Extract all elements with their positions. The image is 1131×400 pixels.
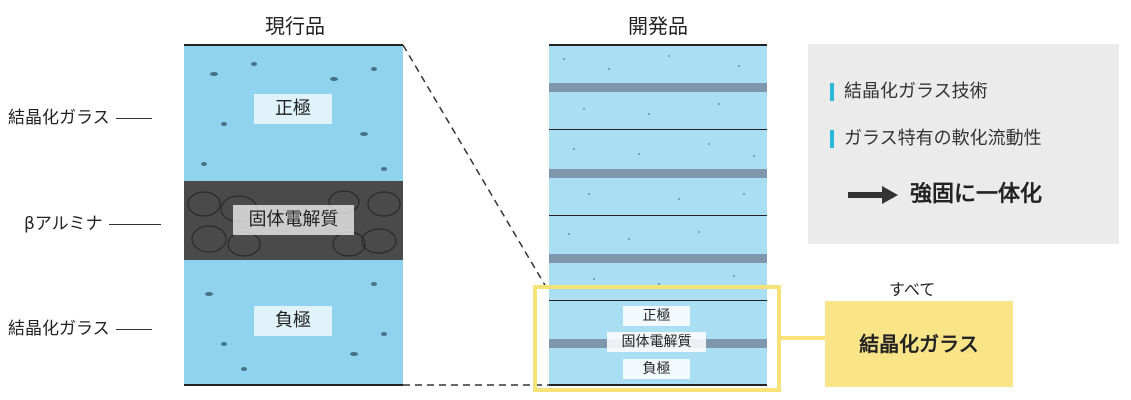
leader-line (115, 328, 152, 330)
highlight-frame (533, 285, 781, 392)
cell-divider (549, 300, 767, 301)
current-product-title: 現行品 (265, 14, 325, 38)
left-label-bottom-text: 結晶化ガラス (8, 319, 110, 339)
right-arrow-icon (848, 186, 898, 204)
info-result-text: 強固に一体化 (910, 182, 1043, 207)
cell-divider (549, 129, 767, 130)
left-label-top: 結晶化ガラス (8, 103, 152, 128)
leader-line (115, 117, 152, 119)
developed-negative-label: 負極 (623, 359, 690, 379)
crystallized-glass-callout: 結晶化ガラス (825, 301, 1013, 387)
accent-bar (830, 130, 834, 148)
info-item-1-text: 結晶化ガラス技術 (844, 81, 988, 102)
developed-product-stack: 正極 固体電解質 負極 (549, 44, 767, 385)
left-label-bottom: 結晶化ガラス (8, 314, 152, 339)
cell-divider (549, 215, 767, 216)
developed-positive-label: 正極 (623, 306, 690, 326)
callout-caption: すべて (889, 280, 936, 299)
current-top-edge (184, 44, 403, 46)
info-item-1: 結晶化ガラス技術 (830, 77, 988, 103)
developed-top-edge (549, 44, 767, 46)
accent-bar (830, 83, 834, 101)
electrolyte-band (549, 169, 767, 178)
current-bottom-edge (184, 384, 403, 386)
developed-product-title: 開発品 (628, 14, 688, 38)
electrolyte-band (549, 254, 767, 263)
highlight-connector (781, 336, 825, 340)
developed-background (549, 44, 767, 385)
left-label-middle-text: βアルミナ (24, 214, 103, 234)
leader-line (108, 223, 161, 225)
developed-electrolyte-label: 固体電解質 (607, 332, 706, 352)
info-result: 強固に一体化 (848, 176, 1042, 208)
current-positive-label: 正極 (254, 94, 332, 124)
electrolyte-band (549, 83, 767, 92)
layer-texture (563, 55, 755, 285)
current-negative-label: 負極 (254, 306, 332, 336)
current-electrolyte-label: 固体電解質 (233, 205, 354, 235)
info-panel: 結晶化ガラス技術 ガラス特有の軟化流動性 強固に一体化 (808, 44, 1119, 244)
left-label-middle: βアルミナ (24, 209, 161, 234)
current-product-stack: 正極 固体電解質 負極 (184, 44, 403, 385)
info-item-2-text: ガラス特有の軟化流動性 (844, 128, 1042, 149)
developed-bottom-edge (549, 384, 767, 386)
left-label-top-text: 結晶化ガラス (8, 108, 110, 128)
info-item-2: ガラス特有の軟化流動性 (830, 124, 1042, 150)
